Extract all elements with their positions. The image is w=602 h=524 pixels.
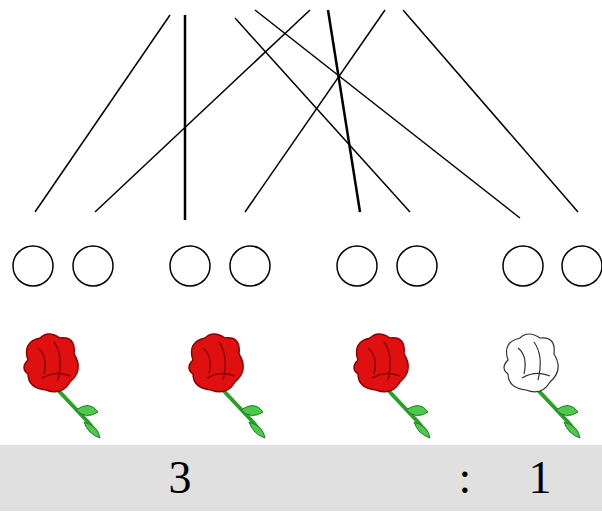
white-rose	[504, 334, 580, 438]
allele-circles	[13, 246, 602, 286]
red-rose	[24, 334, 100, 438]
ratio-number: 1	[529, 455, 552, 501]
ratio-number: 3	[169, 455, 192, 501]
red-rose	[354, 334, 430, 438]
ratio-band: 3: 1	[0, 445, 602, 511]
ratio-number: :	[459, 455, 472, 501]
gamete-lines	[35, 10, 578, 220]
red-rose	[189, 334, 265, 438]
